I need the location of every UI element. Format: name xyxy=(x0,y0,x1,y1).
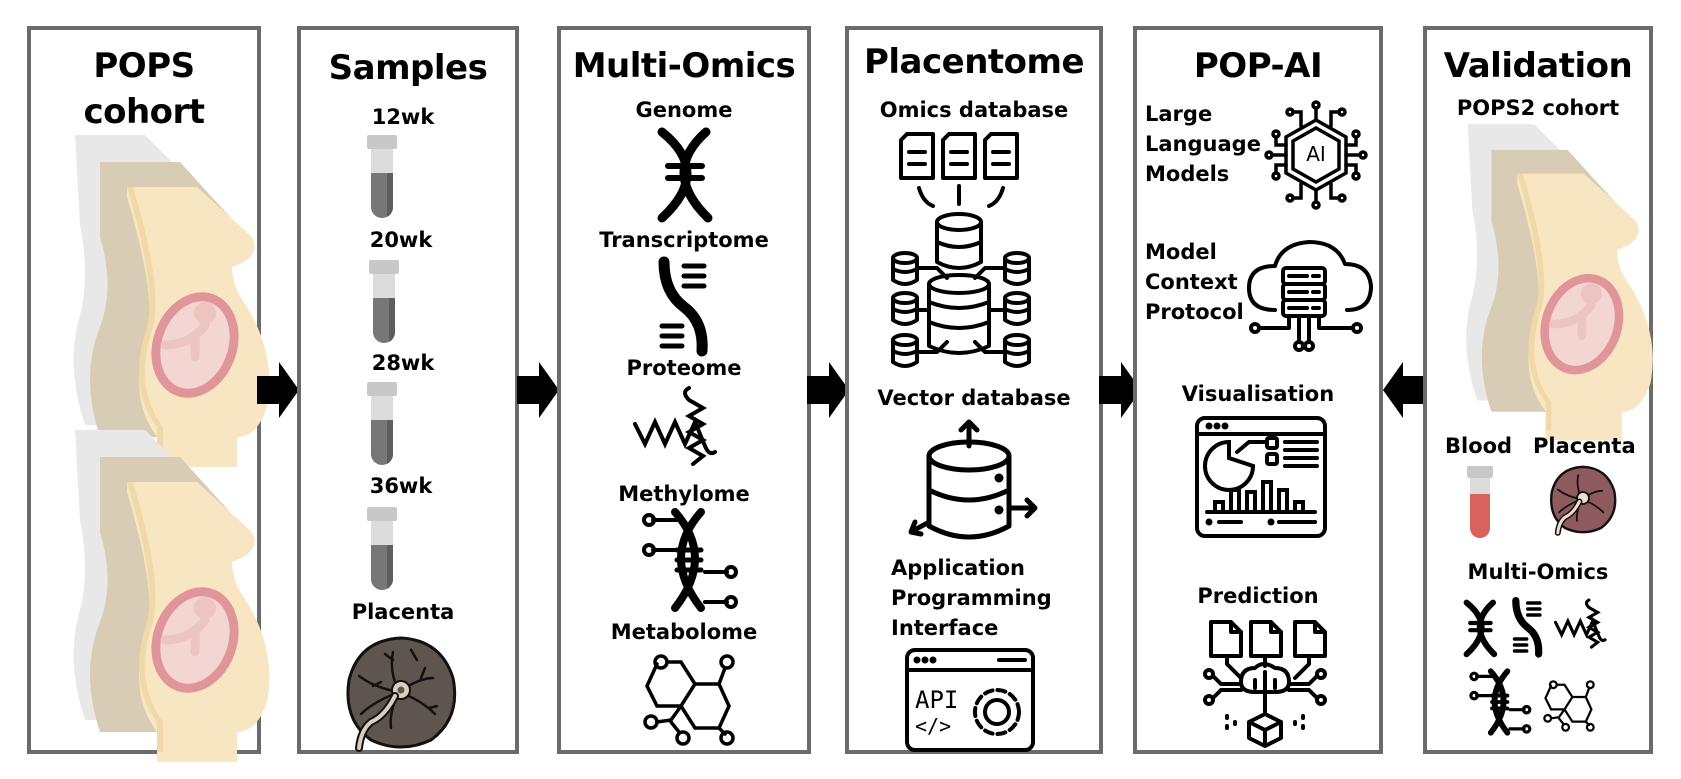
vector-database-icon xyxy=(905,416,1045,546)
pops-title-line2: cohort xyxy=(83,92,205,132)
validation-title: Validation xyxy=(1443,46,1633,86)
api-label-line: Interface xyxy=(891,616,999,640)
flow-arrow-right xyxy=(257,362,299,418)
llm-label-line: Models xyxy=(1145,162,1230,186)
mcp-label-line: Protocol xyxy=(1145,300,1244,324)
placentome-panel: Placentome Omics database Vector databas… xyxy=(845,26,1103,754)
flow-arrow-right xyxy=(807,362,849,418)
multi-omics-title: Multi-Omics xyxy=(572,46,796,86)
samples-panel: Samples 12wk 20wk 28wk 36wk Placenta xyxy=(297,26,519,754)
metabolome-label: Metabolome xyxy=(610,620,758,644)
placenta-icon xyxy=(1547,462,1619,536)
code-icon-text: </> xyxy=(915,714,952,738)
flow-arrow-right xyxy=(517,362,559,418)
pops-title-line1: POPS xyxy=(93,46,195,86)
prediction-network-icon xyxy=(1193,618,1329,748)
multi-omics-panel: Multi-Omics Genome Transcriptome Proteom… xyxy=(557,26,811,754)
placenta-label: Placenta xyxy=(351,600,455,624)
api-icon-text: API xyxy=(915,686,959,714)
omics-database-label: Omics database xyxy=(879,98,1069,122)
visualisation-label: Visualisation xyxy=(1181,382,1335,406)
api-window-icon: API </> xyxy=(903,646,1039,756)
blood-tube-icon xyxy=(367,382,399,472)
validation-multi-omics-label: Multi-Omics xyxy=(1467,560,1609,584)
timepoint-label: 36wk xyxy=(369,474,433,498)
pop-ai-title: POP-AI xyxy=(1193,46,1323,86)
timepoint-label: 20wk xyxy=(369,228,433,252)
timepoint-label: 28wk xyxy=(371,351,435,375)
placenta-icon xyxy=(341,630,461,752)
protein-helix-icon xyxy=(631,384,731,479)
cloud-server-icon xyxy=(1245,240,1375,360)
pops-cohort-panel: POPS cohort xyxy=(27,26,270,762)
blood-tube-icon xyxy=(1467,466,1495,542)
proteome-label: Proteome xyxy=(626,356,742,380)
genome-label: Genome xyxy=(635,98,733,122)
samples-title: Samples xyxy=(328,48,488,88)
dashboard-icon xyxy=(1193,414,1329,540)
mcp-label-line: Context xyxy=(1145,270,1238,294)
api-label-line: Application xyxy=(891,556,1025,580)
blood-label: Blood xyxy=(1445,434,1513,458)
blood-tube-icon xyxy=(367,507,399,597)
llm-label-line: Large xyxy=(1145,102,1213,126)
api-label-line: Programming xyxy=(891,586,1052,610)
placenta-label: Placenta xyxy=(1533,434,1636,458)
validation-panel: Validation POPS2 cohort Blood Placenta xyxy=(1423,26,1653,754)
pregnant-woman-icon xyxy=(45,430,270,762)
placentome-title: Placentome xyxy=(863,42,1085,82)
methylation-dna-icon xyxy=(641,508,741,612)
ai-chip-icon: AI xyxy=(1261,100,1371,210)
blood-tube-icon xyxy=(367,135,399,225)
pop-ai-panel: POP-AI Large Language Models AI Model Co… xyxy=(1133,26,1383,754)
dna-helix-icon xyxy=(656,126,716,226)
vector-database-label: Vector database xyxy=(877,386,1071,410)
protein-helix-icon xyxy=(1553,596,1615,658)
blood-tube-icon xyxy=(369,260,401,350)
transcriptome-label: Transcriptome xyxy=(599,228,769,252)
pregnant-woman-icon xyxy=(45,135,270,467)
timepoint-label: 12wk xyxy=(371,105,435,129)
methylation-dna-icon xyxy=(1469,668,1533,736)
dna-helix-icon xyxy=(1463,598,1499,660)
llm-label-line: Language xyxy=(1145,132,1261,156)
prediction-label: Prediction xyxy=(1197,584,1319,608)
mcp-label-line: Model xyxy=(1145,240,1217,264)
rna-strand-icon xyxy=(656,256,716,357)
rna-strand-icon xyxy=(1511,596,1547,658)
flow-arrow-right xyxy=(1099,362,1141,418)
flow-arrow-left xyxy=(1383,362,1425,418)
molecule-icon xyxy=(639,650,739,750)
methylome-label: Methylome xyxy=(618,482,750,506)
ai-icon-text: AI xyxy=(1306,142,1326,166)
pregnant-woman-icon xyxy=(1439,122,1653,441)
molecule-icon xyxy=(1541,678,1597,734)
omics-database-icon xyxy=(891,126,1063,376)
pops2-cohort-label: POPS2 cohort xyxy=(1456,96,1620,120)
